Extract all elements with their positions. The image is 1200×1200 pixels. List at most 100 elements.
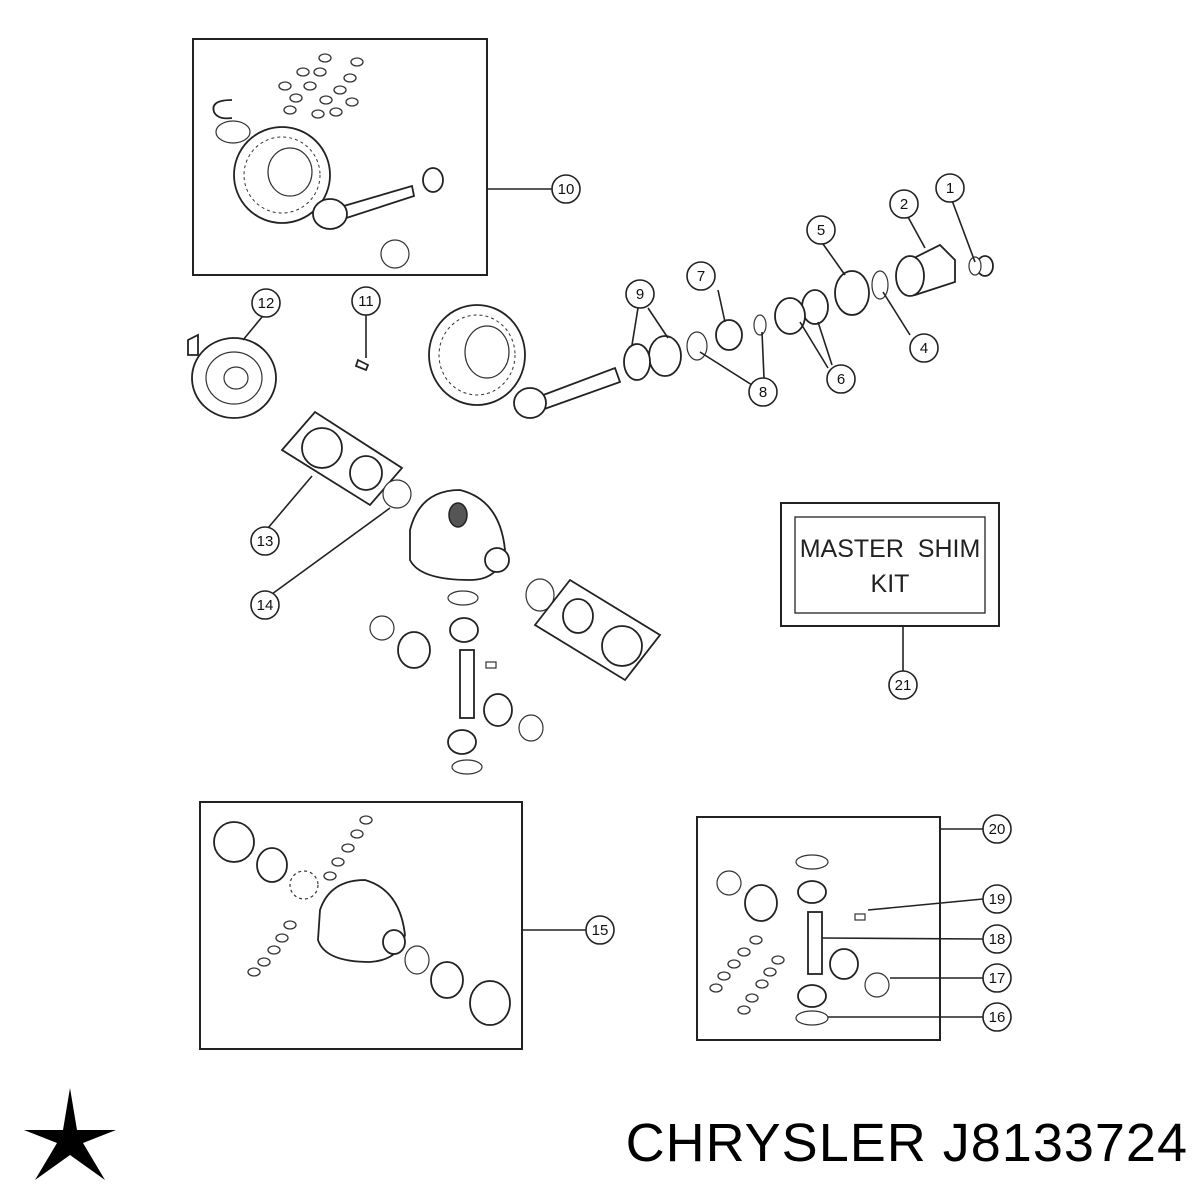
callout-13: 13 <box>250 526 280 556</box>
callout-label: 4 <box>920 340 928 357</box>
callout-9: 9 <box>625 279 655 309</box>
kit-text-line1: MASTER SHIM <box>800 535 981 563</box>
side-gear-right <box>483 693 513 727</box>
kit-cross-shaft <box>807 911 823 975</box>
callout-6: 6 <box>826 364 856 394</box>
callout-label: 21 <box>895 677 912 694</box>
shim-left <box>289 870 319 900</box>
brand-name: CHRYSLER <box>626 1113 927 1173</box>
kit-side-washer <box>716 870 742 896</box>
callout-17: 17 <box>982 963 1012 993</box>
leader-lines <box>242 188 984 1018</box>
shim-right <box>404 945 430 975</box>
kit-text-line2: KIT <box>871 570 910 598</box>
brand-spacer <box>927 1113 943 1173</box>
bearing-cup-right <box>469 980 511 1026</box>
callout-label: 19 <box>989 891 1006 908</box>
slinger-part <box>871 270 889 300</box>
diff-cover-part <box>187 333 277 419</box>
kit-side-washer-right <box>864 972 890 998</box>
right-shim <box>525 578 555 612</box>
side-gear-left <box>397 631 431 669</box>
diff-case-kit-box <box>199 801 523 1050</box>
pinion-shim-part <box>686 331 708 361</box>
main-ring-gear <box>428 304 526 406</box>
callout-label: 7 <box>697 268 705 285</box>
pinion-gear <box>312 184 416 230</box>
callout-10: 10 <box>551 174 581 204</box>
callout-label: 8 <box>759 384 767 401</box>
callout-7: 7 <box>686 261 716 291</box>
cross-shaft <box>459 649 475 719</box>
callout-label: 20 <box>989 821 1006 838</box>
lock-pin <box>485 661 497 669</box>
differential-case <box>409 489 510 581</box>
callout-4: 4 <box>909 333 939 363</box>
callout-label: 17 <box>989 970 1006 987</box>
pinion-seal-part <box>834 270 870 316</box>
inner-bearing-cup-part <box>648 335 682 377</box>
callout-8: 8 <box>748 377 778 407</box>
shim-ring <box>215 120 251 144</box>
side-washer-right <box>518 714 544 742</box>
callout-label: 12 <box>258 295 275 312</box>
callout-19: 19 <box>982 884 1012 914</box>
ring-gear <box>233 126 331 224</box>
bearing-cone-left <box>256 847 288 883</box>
callout-label: 13 <box>257 533 274 550</box>
callout-label: 9 <box>636 286 644 303</box>
callout-label: 11 <box>358 293 374 310</box>
yoke-flange-part <box>895 243 956 297</box>
callout-label: 5 <box>817 222 825 239</box>
side-shim-part <box>382 479 412 509</box>
callout-1: 1 <box>935 173 965 203</box>
callout-label: 16 <box>989 1009 1006 1026</box>
kit-lock-pin <box>854 913 866 921</box>
right-bearing-kit <box>533 578 662 682</box>
callout-label: 15 <box>592 922 609 939</box>
kit-washer-top <box>795 854 829 870</box>
ring-pinion-kit-box <box>192 38 488 276</box>
washer-part <box>968 256 982 276</box>
c-clip <box>212 99 233 120</box>
kit-side-gear-right <box>829 948 859 980</box>
pinion-shim <box>380 239 410 269</box>
inner-bearing-part <box>623 343 651 381</box>
case-bolts <box>247 815 373 977</box>
callout-14: 14 <box>250 590 280 620</box>
thrust-washer-bottom <box>451 759 483 775</box>
case-hub <box>382 929 406 955</box>
ring-gear-bolts <box>278 53 364 119</box>
outer-bearing-cup-part <box>774 297 806 335</box>
kit-washer-bottom <box>795 1010 829 1026</box>
callout-label: 2 <box>900 196 908 213</box>
kit-pinion-top <box>797 880 827 904</box>
callout-21: 21 <box>888 670 918 700</box>
bearing-cone-right <box>430 961 464 999</box>
bearing-cup-left <box>213 821 255 863</box>
pinion-nut <box>422 167 444 193</box>
diff-gear-kit-box <box>696 816 941 1041</box>
callout-20: 20 <box>982 814 1012 844</box>
cover-bolt-part <box>354 358 370 372</box>
kit-pinion-bottom <box>797 984 827 1008</box>
master-shim-kit-box: MASTER SHIM KIT <box>780 502 1000 627</box>
callout-12: 12 <box>251 288 281 318</box>
callout-label: 10 <box>558 181 575 198</box>
side-bearing-kit-box <box>280 410 404 507</box>
callout-18: 18 <box>982 924 1012 954</box>
main-pinion-gear <box>513 366 622 419</box>
callout-label: 18 <box>989 931 1006 948</box>
callout-16: 16 <box>982 1002 1012 1032</box>
pinion-assembly-parts <box>623 243 994 381</box>
thrust-washer-top <box>447 590 479 606</box>
pentastar-icon <box>24 1088 116 1180</box>
callout-label: 14 <box>257 597 274 614</box>
collapsible-spacer-part <box>715 319 743 351</box>
pinion-mate-top <box>449 617 479 643</box>
callout-11: 11 <box>351 286 381 316</box>
shim-part-small <box>753 314 767 336</box>
callout-5: 5 <box>806 215 836 245</box>
callout-15: 15 <box>585 915 615 945</box>
